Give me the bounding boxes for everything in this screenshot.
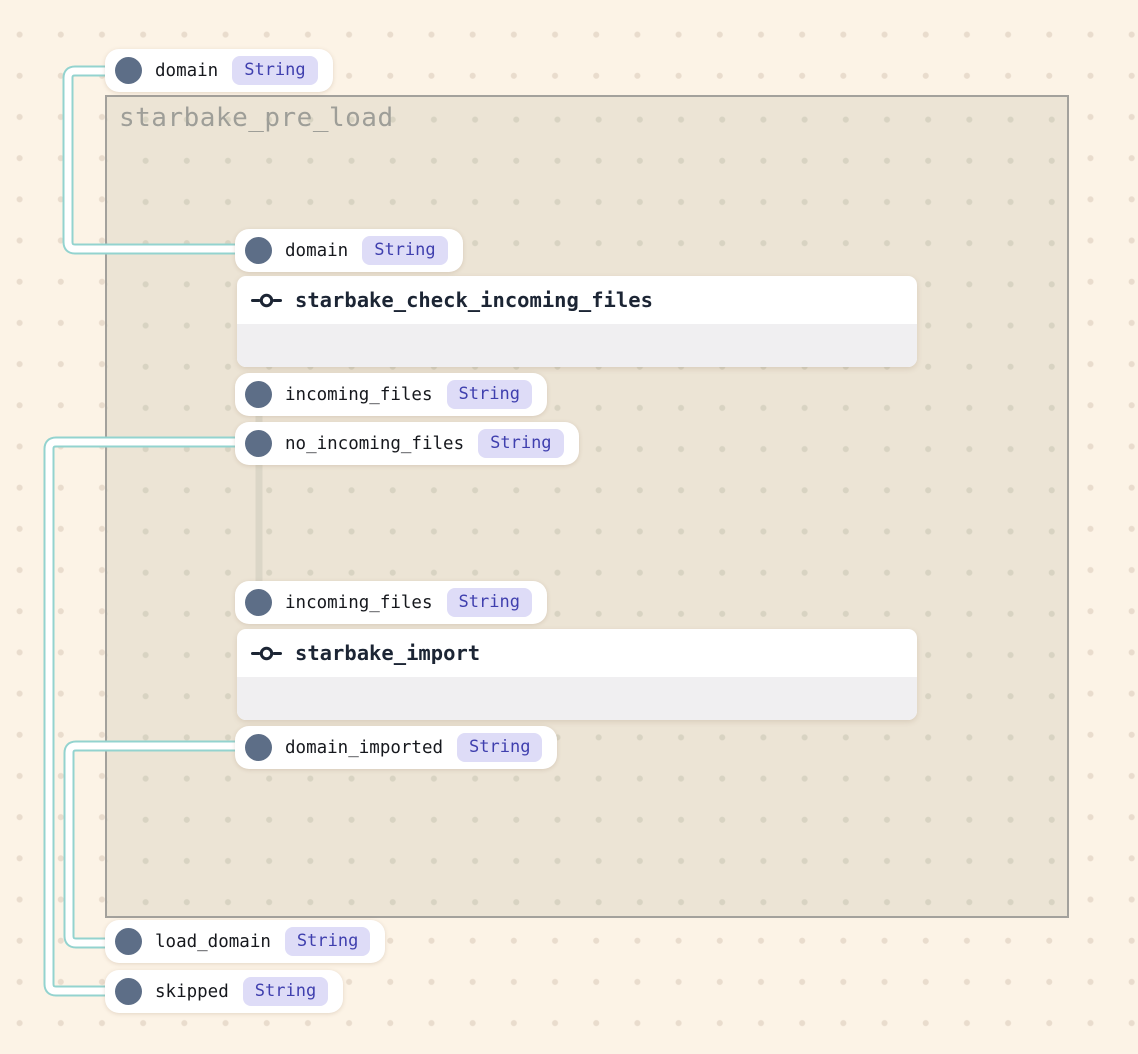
- port-label: load_domain: [155, 931, 271, 952]
- edge-no-incoming-files-to-skipped[interactable]: [43, 436, 259, 997]
- port-type-badge: String: [446, 380, 532, 409]
- port-type-badge: String: [446, 588, 532, 617]
- port-pill-incoming-files-out[interactable]: incoming_files String: [235, 373, 547, 416]
- group-container-starbake-pre-load[interactable]: starbake_pre_load: [105, 95, 1069, 918]
- port-type-badge: String: [284, 927, 371, 956]
- port-type-badge: String: [232, 56, 318, 85]
- task-commit-icon: [251, 293, 282, 307]
- port-dot[interactable]: [115, 57, 142, 84]
- port-label: domain: [285, 240, 349, 261]
- port-dot[interactable]: [245, 430, 272, 457]
- task-title: starbake_check_incoming_files: [295, 288, 653, 312]
- task-commit-icon: [251, 646, 282, 660]
- edge-domain-imported-to-load-domain[interactable]: [63, 740, 248, 949]
- task-card-starbake-check-incoming-files[interactable]: starbake_check_incoming_files: [237, 276, 917, 367]
- port-pill-domain-imported[interactable]: domain_imported String: [235, 726, 558, 769]
- port-pill-incoming-files-in[interactable]: incoming_files String: [235, 581, 547, 624]
- port-pill-skipped[interactable]: skipped String: [105, 970, 344, 1013]
- port-pill-load-domain[interactable]: load_domain String: [105, 920, 386, 963]
- port-dot[interactable]: [115, 978, 142, 1005]
- port-dot[interactable]: [245, 237, 272, 264]
- edge-domain-to-domain[interactable]: [62, 65, 259, 255]
- port-dot[interactable]: [245, 381, 272, 408]
- port-type-badge: String: [478, 429, 564, 458]
- task-title: starbake_import: [295, 641, 481, 665]
- port-dot[interactable]: [115, 928, 142, 955]
- port-pill-domain-outer[interactable]: domain String: [105, 49, 333, 92]
- port-label: incoming_files: [285, 384, 433, 405]
- port-label: incoming_files: [285, 592, 433, 613]
- port-pill-no-incoming-files[interactable]: no_incoming_files String: [235, 422, 579, 465]
- group-label: starbake_pre_load: [119, 103, 394, 133]
- port-dot[interactable]: [245, 734, 272, 761]
- port-pill-domain-inner[interactable]: domain String: [235, 229, 463, 272]
- port-label: domain: [155, 60, 219, 81]
- port-type-badge: String: [362, 236, 448, 265]
- port-type-badge: String: [457, 733, 543, 762]
- port-label: domain_imported: [285, 737, 444, 758]
- task-card-footer: [237, 324, 917, 367]
- port-label: skipped: [155, 981, 229, 1002]
- task-card-starbake-import[interactable]: starbake_import: [237, 629, 917, 720]
- task-card-footer: [237, 677, 917, 720]
- port-type-badge: String: [242, 977, 329, 1006]
- port-label: no_incoming_files: [285, 433, 465, 454]
- port-dot[interactable]: [245, 589, 272, 616]
